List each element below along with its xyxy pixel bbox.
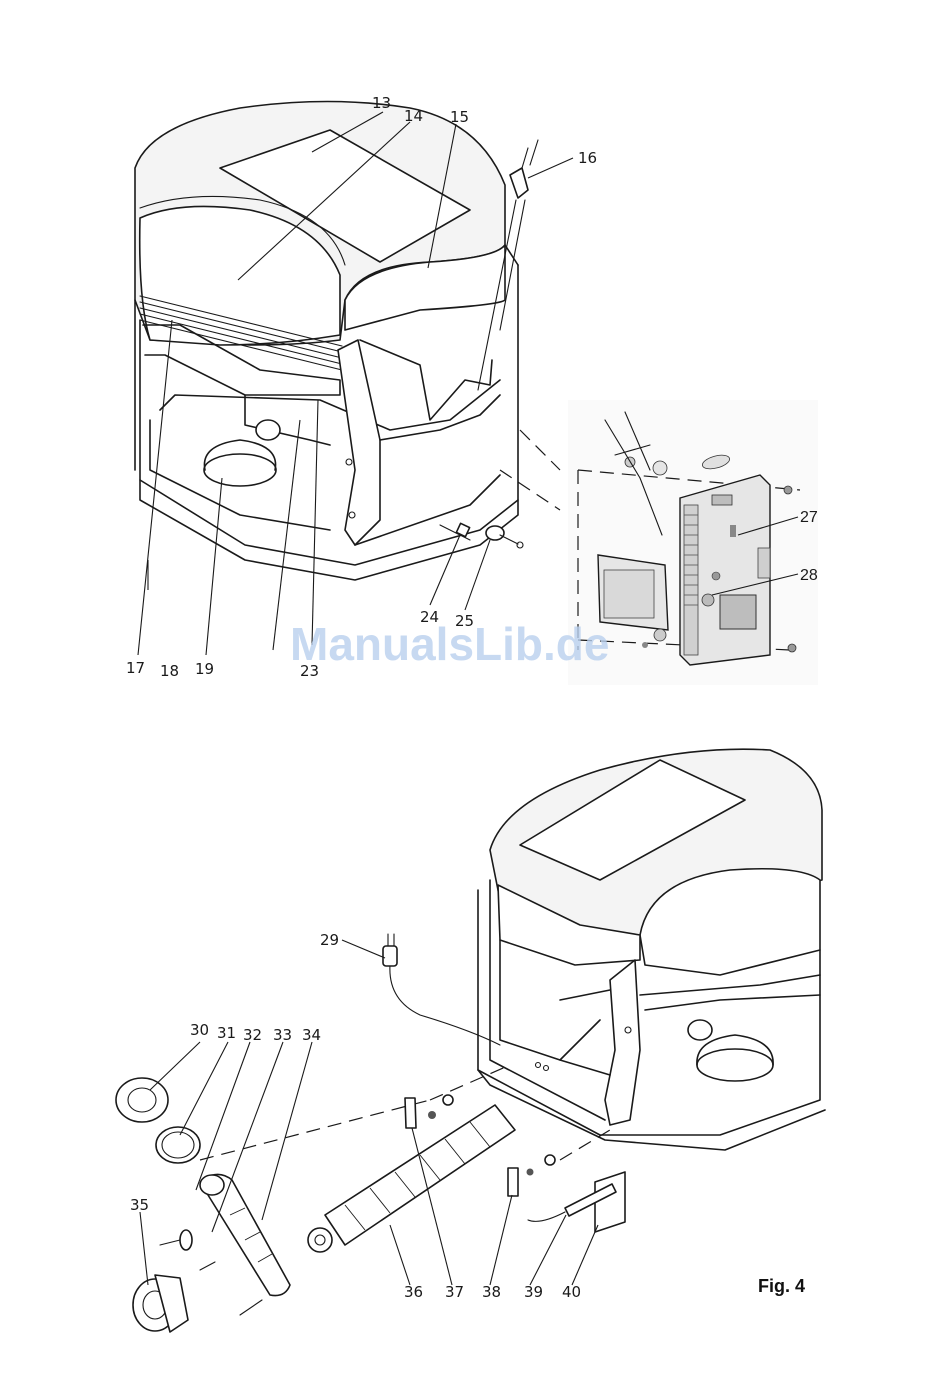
callout-32: 32 bbox=[243, 1026, 262, 1044]
bracket-16 bbox=[510, 168, 528, 198]
support-strut bbox=[338, 340, 380, 545]
callout-18: 18 bbox=[160, 662, 179, 680]
callout-15: 15 bbox=[450, 108, 469, 126]
top-heater-assembly bbox=[135, 102, 560, 581]
callout-36: 36 bbox=[404, 1283, 423, 1301]
callout-33: 33 bbox=[273, 1026, 292, 1044]
callout-14: 14 bbox=[404, 107, 423, 125]
bottom-leaders bbox=[140, 940, 598, 1285]
callout-40: 40 bbox=[562, 1283, 581, 1301]
burn-pot-19 bbox=[204, 454, 276, 486]
sensor-38 bbox=[508, 1168, 518, 1196]
callout-35: 35 bbox=[130, 1196, 149, 1214]
figure-label: Fig. 4 bbox=[758, 1276, 805, 1296]
bottom-burn-pot bbox=[697, 1049, 773, 1081]
watermark: ManualsLib.de bbox=[290, 618, 609, 670]
callout-34: 34 bbox=[302, 1026, 321, 1044]
callout-30: 30 bbox=[190, 1021, 209, 1039]
callout-13: 13 bbox=[372, 94, 391, 112]
grommet-25 bbox=[486, 526, 504, 540]
callout-28: 28 bbox=[800, 567, 818, 584]
callout-27: 27 bbox=[800, 509, 818, 526]
gasket-33 bbox=[180, 1230, 192, 1250]
callout-38: 38 bbox=[482, 1283, 501, 1301]
fan-cap-30 bbox=[116, 1078, 168, 1122]
callout-19: 19 bbox=[195, 660, 214, 678]
callout-17: 17 bbox=[126, 659, 145, 677]
igniter-plate-40 bbox=[595, 1172, 625, 1232]
callout-37: 37 bbox=[445, 1283, 464, 1301]
sensor-37 bbox=[405, 1098, 416, 1128]
callout-numbers-bottom: 29 30 31 32 33 34 35 36 37 38 39 40 bbox=[130, 931, 581, 1301]
callout-16: 16 bbox=[578, 149, 597, 167]
bottom-support-strut bbox=[605, 960, 640, 1125]
callout-29: 29 bbox=[320, 931, 339, 949]
power-cable-29 bbox=[390, 965, 500, 1045]
heat-exchanger-tube-36 bbox=[325, 1105, 515, 1245]
callout-31: 31 bbox=[217, 1024, 236, 1042]
callout-39: 39 bbox=[524, 1283, 543, 1301]
